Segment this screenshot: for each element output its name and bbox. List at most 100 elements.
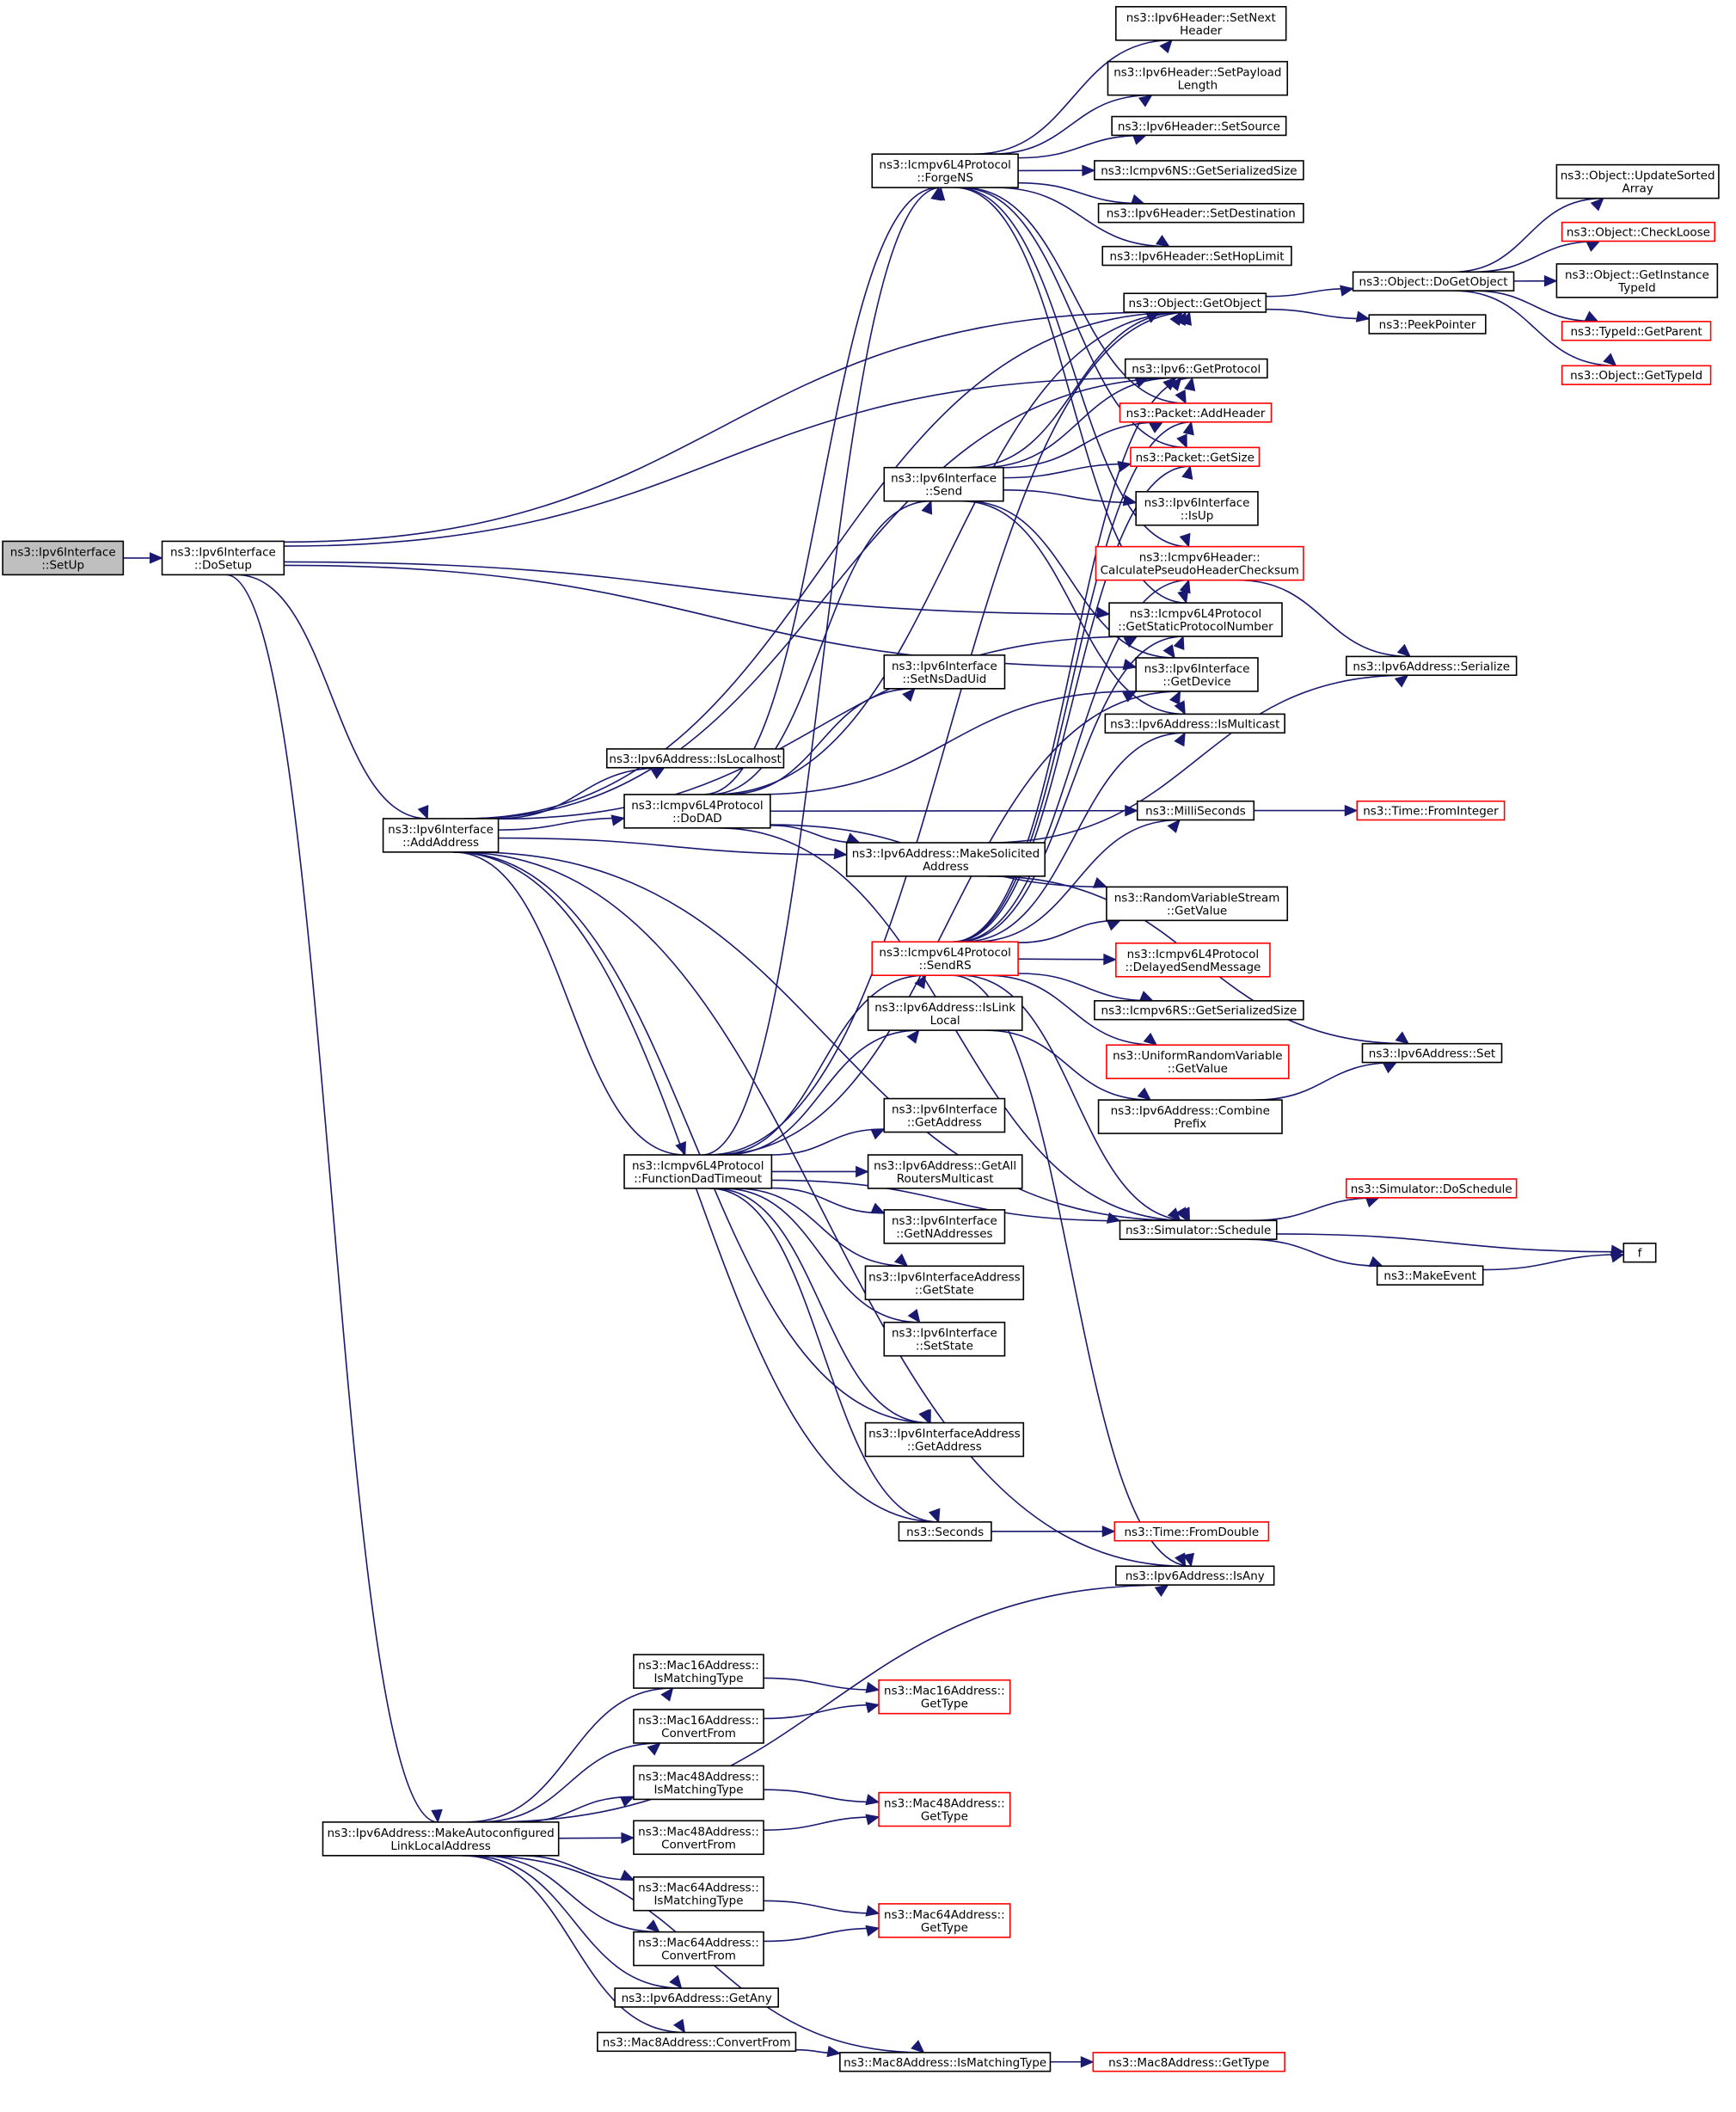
node-m48conv[interactable]: ns3::Mac48Address::ConvertFrom: [633, 1820, 764, 1856]
node-getobject[interactable]: ns3::Object::GetObject: [1123, 292, 1267, 313]
node-milliseconds[interactable]: ns3::MilliSeconds: [1136, 800, 1255, 821]
node-m16type[interactable]: ns3::Mac16Address::GetType: [878, 1679, 1011, 1715]
node-label: ns3::Mac64Address::: [638, 1882, 759, 1895]
node-rvsgetvalue[interactable]: ns3::RandomVariableStream::GetValue: [1106, 886, 1289, 922]
node-doschedule[interactable]: ns3::Simulator::DoSchedule: [1345, 1178, 1518, 1199]
edge-getobject-to-peekpointer: [1266, 308, 1370, 320]
node-isup[interactable]: ns3::Ipv6Interface::IsUp: [1135, 490, 1259, 526]
arrowhead-icon: [1383, 1061, 1398, 1074]
arrowhead-icon: [417, 804, 429, 820]
node-addaddress[interactable]: ns3::Ipv6Interface::AddAddress: [382, 818, 500, 853]
edge-m16conv-to-m16type: [764, 1704, 880, 1720]
node-label: ns3::Ipv6Header::SetHopLimit: [1110, 250, 1285, 264]
node-schedule[interactable]: ns3::Simulator::Schedule: [1119, 1219, 1278, 1240]
node-setsource[interactable]: ns3::Ipv6Header::SetSource: [1111, 115, 1287, 137]
node-ifgetaddress[interactable]: ns3::Ipv6Interface::GetAddress: [883, 1097, 1006, 1133]
node-islocalhost[interactable]: ns3::Ipv6Address::IsLocalhost: [605, 748, 785, 769]
node-m8conv[interactable]: ns3::Mac8Address::ConvertFrom: [597, 2031, 797, 2053]
node-getnaddresses[interactable]: ns3::Ipv6Interface::GetNAddresses: [883, 1209, 1006, 1244]
arrowhead-icon: [833, 847, 848, 860]
node-m16conv[interactable]: ns3::Mac16Address::ConvertFrom: [633, 1709, 764, 1744]
node-m8type[interactable]: ns3::Mac8Address::GetType: [1092, 2052, 1285, 2072]
edge-calcpseudo-to-serialize: [1237, 579, 1411, 658]
node-label: ns3::Ipv6Interface: [170, 545, 276, 559]
node-m48type[interactable]: ns3::Mac48Address::GetType: [878, 1791, 1011, 1827]
node-seconds[interactable]: ns3::Seconds: [898, 1521, 992, 1542]
node-m64type[interactable]: ns3::Mac64Address::GetType: [878, 1903, 1011, 1938]
node-box: [1101, 245, 1292, 267]
node-m48match[interactable]: ns3::Mac48Address::IsMatchingType: [633, 1765, 764, 1801]
node-box: [883, 1097, 1006, 1133]
node-setup[interactable]: ns3::Ipv6Interface::SetUp: [2, 540, 125, 576]
node-frominteger[interactable]: ns3::Time::FromInteger: [1356, 800, 1506, 821]
node-makeevent[interactable]: ns3::MakeEvent: [1376, 1265, 1484, 1286]
node-setdest[interactable]: ns3::Ipv6Header::SetDestination: [1097, 203, 1304, 224]
node-box: [1345, 1178, 1518, 1199]
node-getsize[interactable]: ns3::Packet::GetSize: [1130, 446, 1261, 467]
node-label: ns3::Ipv6Interface: [10, 545, 116, 559]
node-label: ns3::Mac16Address::: [638, 1714, 759, 1728]
edge-m48match-to-m48type: [764, 1789, 880, 1803]
node-getparent[interactable]: ns3::TypeId::GetParent: [1561, 321, 1712, 341]
node-label: Length: [1178, 79, 1218, 93]
node-delayedsend[interactable]: ns3::Icmpv6L4Protocol::DelayedSendMessag…: [1115, 942, 1271, 978]
node-serialize[interactable]: ns3::Ipv6Address::Serialize: [1345, 655, 1518, 677]
node-sendrs[interactable]: ns3::Icmpv6L4Protocol::SendRS: [871, 941, 1019, 977]
node-getprotocol[interactable]: ns3::Ipv6::GetProtocol: [1124, 358, 1268, 379]
node-m8match[interactable]: ns3::Mac8Address::IsMatchingType: [839, 2052, 1052, 2072]
node-getany[interactable]: ns3::Ipv6Address::GetAny: [614, 1987, 779, 2008]
node-makeauto[interactable]: ns3::Ipv6Address::MakeAutoconfiguredLink…: [322, 1821, 560, 1857]
node-label: ns3::Ipv6Header::SetNext: [1126, 11, 1276, 25]
node-addheader[interactable]: ns3::Packet::AddHeader: [1119, 402, 1273, 423]
node-getdevice[interactable]: ns3::Ipv6Interface::GetDevice: [1135, 657, 1259, 692]
node-dodad[interactable]: ns3::Icmpv6L4Protocol::DoDAD: [623, 794, 771, 829]
node-peekpointer[interactable]: ns3::PeekPointer: [1368, 314, 1487, 335]
node-isany[interactable]: ns3::Ipv6Address::IsAny: [1115, 1565, 1275, 1586]
node-box: [1097, 203, 1304, 224]
node-ipv6set[interactable]: ns3::Ipv6Address::Set: [1361, 1042, 1503, 1064]
node-setstate[interactable]: ns3::Ipv6Interface::SetState: [883, 1321, 1006, 1357]
node-label: ns3::TypeId::GetParent: [1570, 325, 1702, 339]
node-checkloose[interactable]: ns3::Object::CheckLoose: [1561, 221, 1716, 243]
node-send[interactable]: ns3::Ipv6Interface::Send: [883, 466, 1004, 502]
node-dosetup[interactable]: ns3::Ipv6Interface::DoSetup: [161, 540, 285, 576]
node-iaGetState[interactable]: ns3::Ipv6InterfaceAddress::GetState: [864, 1265, 1025, 1301]
node-urvgetvalue[interactable]: ns3::UniformRandomVariable::GetValue: [1106, 1044, 1290, 1079]
node-label: f: [1638, 1247, 1643, 1261]
node-fromdouble[interactable]: ns3::Time::FromDouble: [1113, 1521, 1270, 1542]
edge-send-to-getobject: [966, 311, 1182, 469]
node-m64conv[interactable]: ns3::Mac64Address::ConvertFrom: [633, 1931, 764, 1967]
node-box: [1130, 446, 1261, 467]
node-dogetobject[interactable]: ns3::Object::DoGetObject: [1352, 271, 1515, 292]
node-nsgetsize[interactable]: ns3::Icmpv6NS::GetSerializedSize: [1094, 160, 1304, 181]
node-m64match[interactable]: ns3::Mac64Address::IsMatchingType: [633, 1876, 764, 1912]
node-sethop[interactable]: ns3::Ipv6Header::SetHopLimit: [1101, 245, 1292, 267]
node-gettypeid[interactable]: ns3::Object::GetTypeId: [1561, 365, 1712, 385]
node-setnsdaduid[interactable]: ns3::Ipv6Interface::SetNsDadUid: [883, 654, 1006, 690]
node-m16match[interactable]: ns3::Mac16Address::IsMatchingType: [633, 1654, 764, 1689]
node-box: [878, 1679, 1011, 1715]
edge-sendrs-to-ismulticast: [962, 732, 1186, 943]
edge-dogetobject-to-gettypeid: [1453, 290, 1616, 367]
node-ismulticast[interactable]: ns3::Ipv6Address::IsMulticast: [1104, 713, 1285, 734]
node-calcpseudo[interactable]: ns3::Icmpv6Header::CalculatePseudoHeader…: [1095, 545, 1304, 581]
node-label: ns3::Object::GetInstance: [1565, 268, 1709, 282]
node-label: ns3::Icmpv6Header::: [1139, 551, 1261, 565]
node-box: [839, 2052, 1052, 2072]
node-rsgetsize[interactable]: ns3::Icmpv6RS::GetSerializedSize: [1094, 1000, 1304, 1021]
node-box: [1106, 1044, 1290, 1079]
node-fdt[interactable]: ns3::Icmpv6L4Protocol::FunctionDadTimeou…: [623, 1154, 773, 1189]
node-getstaticproto[interactable]: ns3::Icmpv6L4Protocol::GetStaticProtocol…: [1108, 602, 1283, 637]
node-forgens[interactable]: ns3::Icmpv6L4Protocol::ForgeNS: [871, 153, 1019, 188]
edge-schedule-to-makeevent: [1246, 1238, 1383, 1268]
node-f[interactable]: f: [1623, 1243, 1657, 1263]
node-iaGetAddress[interactable]: ns3::Ipv6InterfaceAddress::GetAddress: [864, 1421, 1025, 1458]
